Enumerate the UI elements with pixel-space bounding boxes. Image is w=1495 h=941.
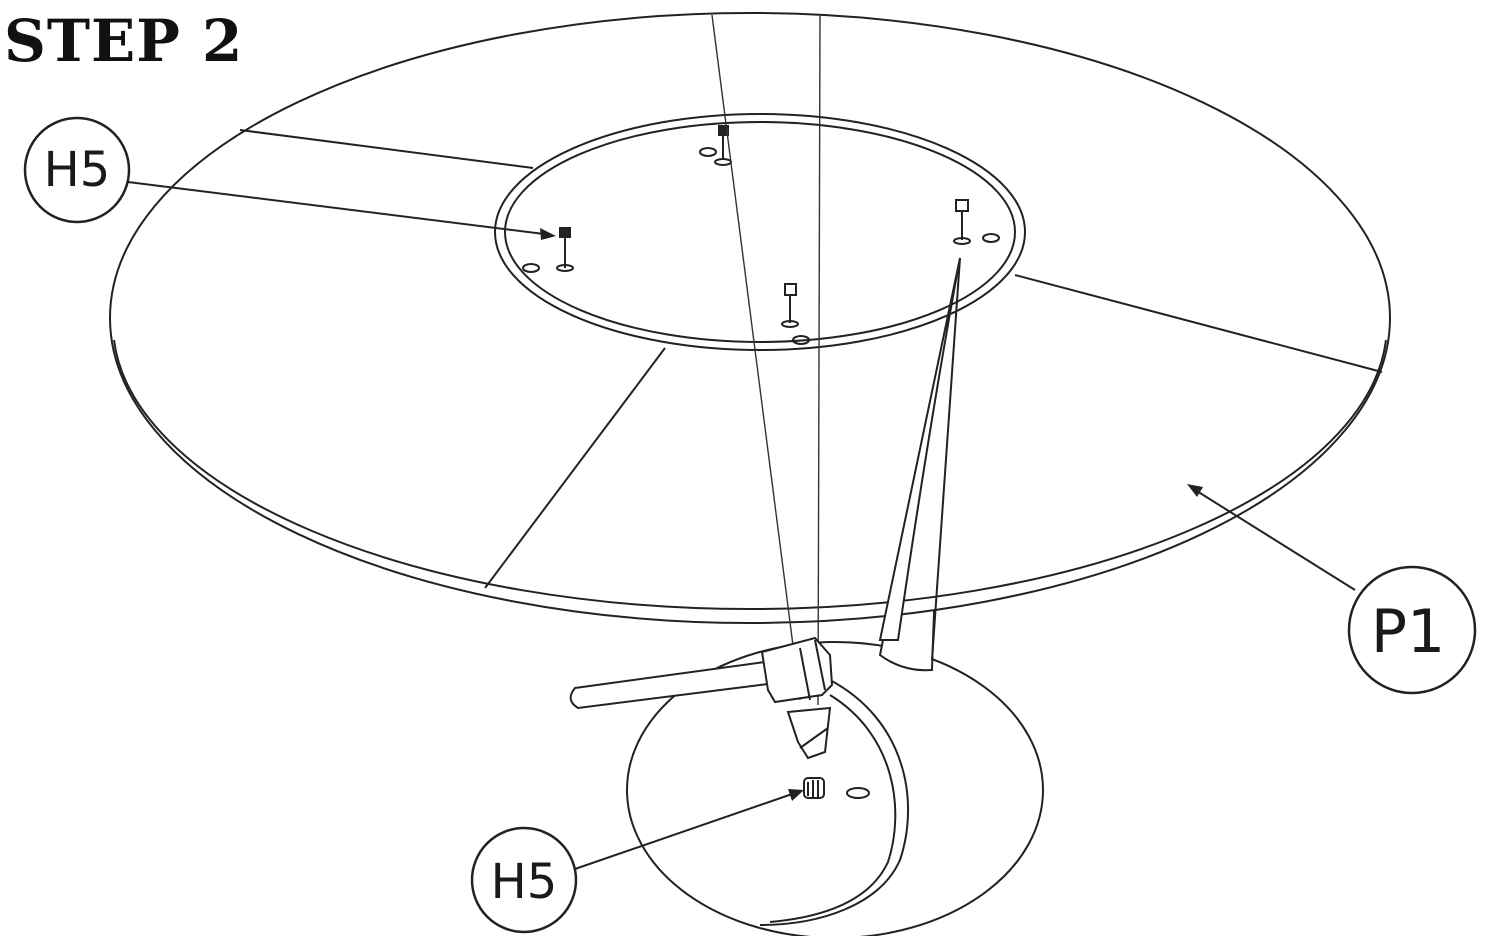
bolt-hole-right	[953, 199, 971, 245]
base-bolt	[803, 777, 825, 799]
table-top	[109, 12, 1391, 624]
step-title: STEP 2	[4, 7, 244, 75]
lever-bracket	[569, 636, 834, 760]
bolt-hole-left	[556, 227, 574, 272]
bolt-hole-front	[781, 283, 799, 328]
callout-label-p1: P1	[1371, 597, 1445, 667]
callout-label-h5-top: H5	[44, 142, 111, 198]
callout-h5-bottom: H5	[470, 789, 804, 934]
pedestal-column-upper	[878, 257, 961, 661]
callout-p1: P1	[1187, 484, 1477, 695]
base-disc	[626, 641, 1044, 939]
alignment-lines	[711, 14, 821, 706]
callout-h5-top: H5	[23, 116, 556, 240]
callout-label-h5-bottom: H5	[491, 854, 558, 910]
